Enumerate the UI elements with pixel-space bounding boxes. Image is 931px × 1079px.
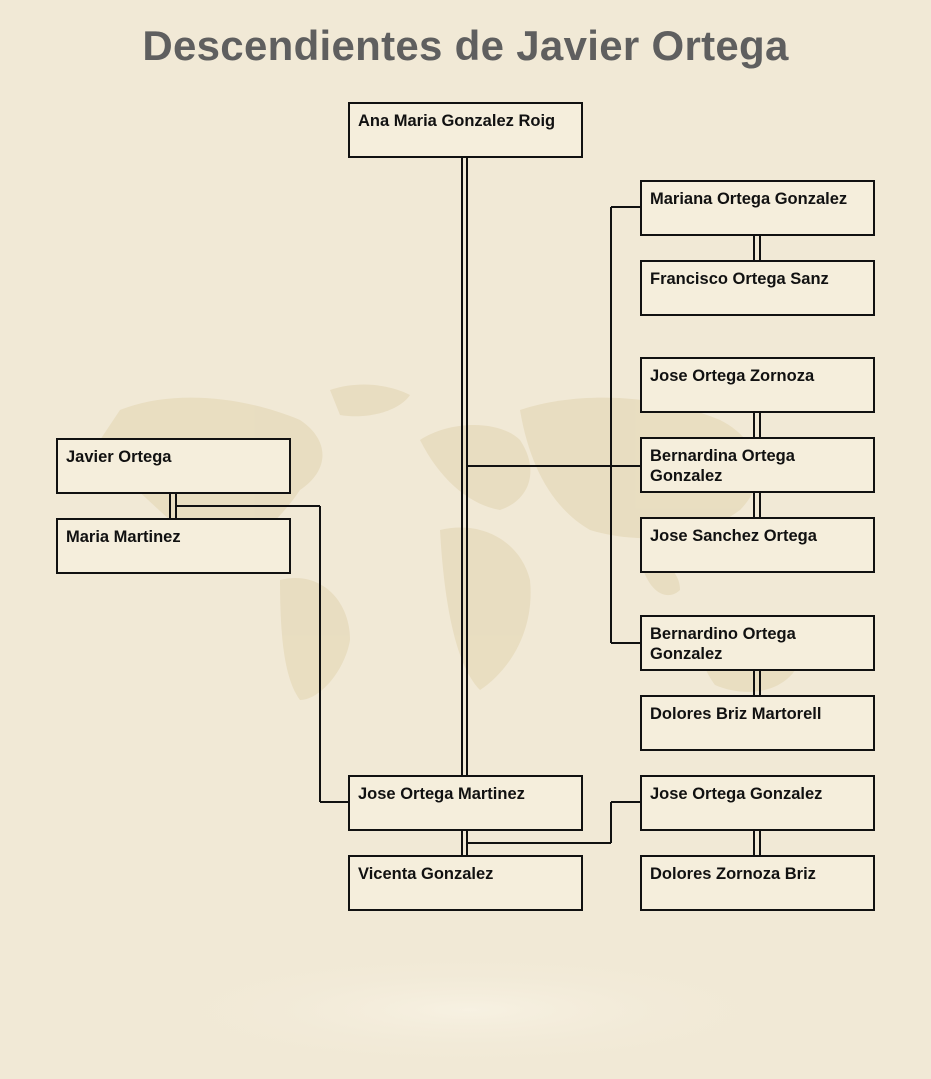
person-box-javier: Javier Ortega [56, 438, 291, 494]
page-title: Descendientes de Javier Ortega [142, 22, 789, 69]
person-box-dolores-briz: Dolores Briz Martorell [640, 695, 875, 751]
person-box-jose-sanchez: Jose Sanchez Ortega [640, 517, 875, 573]
person-box-bernardino: Bernardino Ortega Gonzalez [640, 615, 875, 671]
person-box-vicenta: Vicenta Gonzalez [348, 855, 583, 911]
person-box-jose-martinez: Jose Ortega Martinez [348, 775, 583, 831]
person-box-jose-gonzalez: Jose Ortega Gonzalez [640, 775, 875, 831]
person-box-ana-maria: Ana Maria Gonzalez Roig [348, 102, 583, 158]
person-box-maria: Maria Martinez [56, 518, 291, 574]
person-box-jose-zornoza: Jose Ortega Zornoza [640, 357, 875, 413]
person-box-bernardina: Bernardina Ortega Gonzalez [640, 437, 875, 493]
person-box-mariana: Mariana Ortega Gonzalez [640, 180, 875, 236]
person-box-dolores-zornoza: Dolores Zornoza Briz [640, 855, 875, 911]
person-box-francisco: Francisco Ortega Sanz [640, 260, 875, 316]
